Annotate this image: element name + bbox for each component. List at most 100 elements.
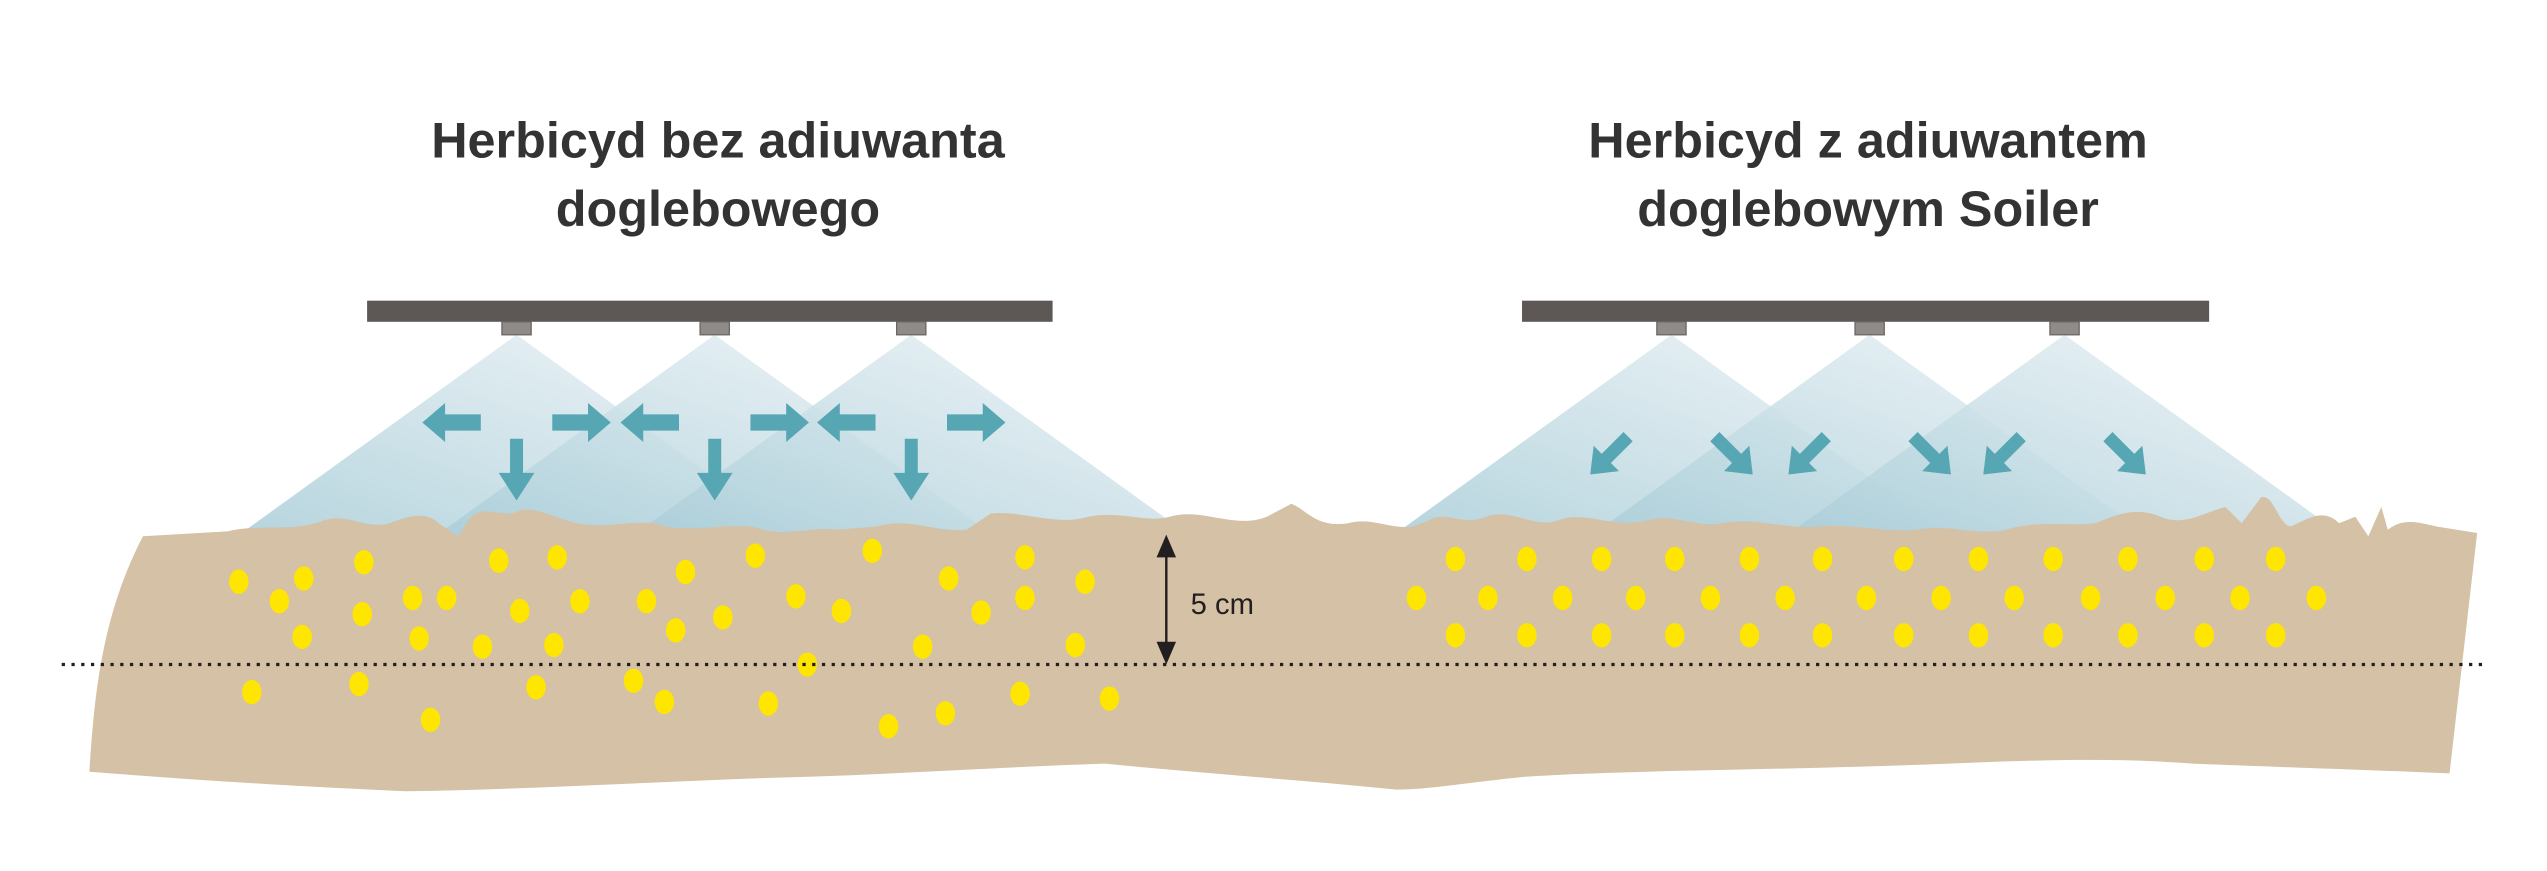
herbicide-particle xyxy=(2230,585,2250,611)
herbicide-particle xyxy=(2306,585,2327,611)
herbicide-particle xyxy=(1625,585,1646,611)
depth-arrow xyxy=(1156,534,1177,665)
depth-label: 5 cm xyxy=(1191,589,1254,621)
herbicide-particle xyxy=(402,585,423,611)
herbicide-particle xyxy=(1075,569,1095,594)
herbicide-particle xyxy=(675,559,696,585)
arrow-right-icon xyxy=(552,403,611,442)
herbicide-particle xyxy=(436,585,457,611)
herbicide-particle xyxy=(1931,585,1951,611)
soil xyxy=(89,496,2478,792)
herbicide-particle xyxy=(472,634,493,659)
sprayer-boom xyxy=(367,300,1053,322)
herbicide-particle xyxy=(269,589,290,614)
herbicide-particle xyxy=(912,634,933,659)
herbicide-particle xyxy=(2118,546,2138,572)
herbicide-particle xyxy=(544,632,564,658)
herbicide-particle xyxy=(745,543,766,568)
herbicide-particle xyxy=(1445,546,1466,572)
herbicide-particle xyxy=(2004,585,2024,611)
herbicide-particle xyxy=(623,668,644,693)
spray-cone xyxy=(631,334,1191,537)
herbicide-particle xyxy=(1406,585,1427,611)
herbicide-particle xyxy=(2265,546,2286,572)
herbicide-particle xyxy=(1591,623,1612,648)
arrow-left-icon xyxy=(422,403,481,442)
spray-cone xyxy=(1785,334,2344,537)
right-title-line2: doglebowym Soiler xyxy=(1637,180,2099,237)
herbicide-particle xyxy=(354,550,374,575)
arrow-down-right-icon xyxy=(1710,432,1753,475)
herbicide-particle xyxy=(862,538,883,564)
herbicide-particle xyxy=(352,601,372,627)
herbicide-particle xyxy=(2118,623,2138,648)
herbicide-particle xyxy=(1517,546,1537,572)
herbicide-particle xyxy=(1775,585,1795,611)
herbicide-particle xyxy=(409,626,429,651)
herbicide-particle xyxy=(1968,623,1989,648)
herbicide-particle xyxy=(510,598,530,624)
herbicide-particle xyxy=(797,652,818,677)
herbicide-particle xyxy=(713,605,733,630)
herbicide-particle xyxy=(2194,623,2215,648)
herbicide-particle xyxy=(1591,546,1612,572)
herbicide-particle xyxy=(1894,546,1914,572)
herbicide-particle xyxy=(654,689,675,715)
nozzle xyxy=(501,321,532,336)
herbicide-particle xyxy=(1968,546,1989,572)
herbicide-particle xyxy=(938,566,959,591)
herbicide-particle xyxy=(2043,623,2063,648)
arrow-left-icon xyxy=(817,403,876,442)
herbicide-particle xyxy=(1010,681,1030,706)
herbicide-particle xyxy=(935,701,956,726)
herbicide-particle xyxy=(1812,623,1833,648)
herbicide-particle xyxy=(2265,623,2286,648)
herbicide-particle xyxy=(2155,585,2176,611)
sprayer-booms xyxy=(367,300,2210,336)
herbicide-particle xyxy=(1445,623,1466,648)
spray-cones xyxy=(237,334,2344,537)
herbicide-particle xyxy=(1812,546,1833,572)
nozzle xyxy=(1656,321,1687,336)
herbicide-particle xyxy=(1478,585,1498,611)
sprayer-boom xyxy=(1522,300,2210,322)
herbicide-particles xyxy=(229,538,2327,739)
herbicide-particle xyxy=(526,675,546,700)
right-title-line1: Herbicyd z adiuwantem xyxy=(1588,112,2148,169)
herbicide-particle xyxy=(242,679,262,705)
herbicide-particle xyxy=(971,600,991,625)
herbicide-particle xyxy=(665,618,686,643)
herbicide-particle xyxy=(1739,546,1760,572)
herbicide-particle xyxy=(292,624,312,650)
left-title-line1: Herbicyd bez adiuwanta xyxy=(431,112,1005,169)
arrow-left-icon xyxy=(620,403,679,442)
arrow-down-icon xyxy=(893,438,930,501)
nozzle xyxy=(699,321,730,336)
herbicide-particle xyxy=(1664,623,1685,648)
herbicide-particle xyxy=(488,548,509,573)
herbicide-particle xyxy=(349,671,369,697)
arrow-right-icon xyxy=(947,403,1006,442)
herbicide-particle xyxy=(547,545,567,570)
herbicide-particle xyxy=(1517,623,1537,648)
herbicide-particle xyxy=(758,691,779,716)
arrow-down-left-icon xyxy=(1788,432,1831,475)
herbicide-particle xyxy=(294,566,314,591)
herbicide-particle xyxy=(786,584,806,609)
herbicide-particle xyxy=(1700,585,1721,611)
herbicide-particle xyxy=(1015,585,1035,611)
herbicide-particle xyxy=(2043,546,2063,572)
herbicide-particle xyxy=(2194,546,2215,572)
arrow-down-right-icon xyxy=(1908,432,1951,475)
herbicide-particle xyxy=(878,714,899,739)
nozzle xyxy=(2049,321,2080,336)
herbicide-particle xyxy=(229,569,249,594)
herbicide-particle xyxy=(1099,686,1120,711)
herbicide-particle xyxy=(1015,545,1035,570)
herbicide-particle xyxy=(1552,585,1573,611)
herbicide-particle xyxy=(1894,623,1914,648)
herbicide-particle xyxy=(831,598,852,624)
herbicide-particle xyxy=(570,589,590,614)
